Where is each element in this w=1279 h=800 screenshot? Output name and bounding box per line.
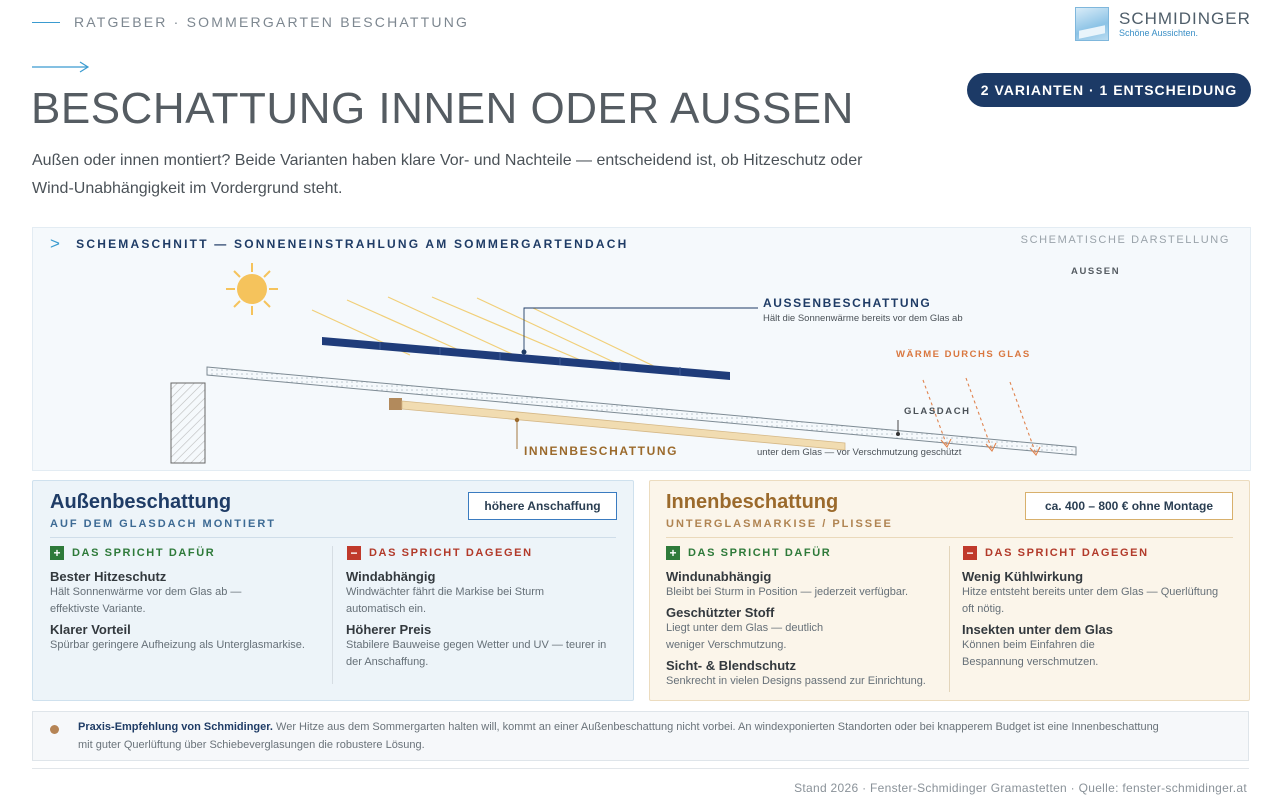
- card-aussen-divider: [50, 537, 616, 538]
- label-aussen: AUSSEN: [1071, 266, 1120, 277]
- innen-pro-2-title: Geschützter Stoff: [666, 605, 775, 620]
- aussen-con-2-title: Höherer Preis: [346, 622, 432, 637]
- innen-leader-dot: [514, 417, 520, 423]
- innen-pro-3-title: Sicht- & Blendschutz: [666, 658, 797, 673]
- aussen-con-1-desc-2: automatisch ein.: [346, 603, 427, 615]
- logo-name: SCHMIDINGER: [1119, 9, 1251, 28]
- desc-innenbeschattung: unter dem Glas — vor Verschmutzung gesch…: [757, 447, 962, 458]
- innen-con-2-title: Insekten unter dem Glas: [962, 622, 1113, 637]
- kicker-text: RATGEBER · SOMMERGARTEN BESCHATTUNG: [74, 14, 470, 30]
- bullet-dot-icon: [50, 725, 59, 734]
- plus-icon: +: [666, 546, 680, 560]
- arrow-right-icon: [32, 61, 90, 73]
- innen-con-1-desc-1: Hitze entsteht bereits unter dem Glas — …: [962, 586, 1219, 598]
- innen-pro-1-desc-1: Bleibt bei Sturm in Position — jederzeit…: [666, 586, 909, 598]
- innen-pro-3-desc-1: Senkrecht in vielen Designs passend zur …: [666, 675, 926, 687]
- aussen-pro-1-desc-1: Hält Sonnenwärme vor dem Glas ab —: [50, 586, 242, 598]
- aussen-pro-heading-text: DAS SPRICHT DAFÜR: [72, 547, 216, 559]
- innen-pro-heading: + DAS SPRICHT DAFÜR: [666, 546, 831, 560]
- aussen-con-1-title: Windabhängig: [346, 569, 436, 584]
- variants-badge: 2 VARIANTEN · 1 ENTSCHEIDUNG: [967, 73, 1251, 107]
- diagram-title-text: SCHEMASCHNITT — SONNENEINSTRAHLUNG AM SO…: [76, 237, 629, 251]
- recommendation-line-2: mit guter Querlüftung über Schiebevergla…: [78, 739, 425, 751]
- aussen-leader-dot: [521, 349, 527, 355]
- minus-icon: −: [347, 546, 361, 560]
- footer-source: Stand 2026 · Fenster-Schmidinger Gramast…: [794, 781, 1247, 795]
- plus-icon: +: [50, 546, 64, 560]
- desc-aussenbeschattung: Hält die Sonnenwärme bereits vor dem Gla…: [763, 313, 963, 324]
- aussen-pro-2-desc-1: Spürbar geringere Aufheizung als Untergl…: [50, 639, 305, 651]
- sun-icon: [226, 263, 278, 315]
- page-title: BESCHATTUNG INNEN ODER AUSSEN: [31, 84, 854, 133]
- wall: [170, 382, 206, 464]
- recommendation-lead: Praxis-Empfehlung von Schmidinger.: [78, 721, 273, 733]
- label-waerme-durchs-glas: WÄRME DURCHS GLAS: [896, 349, 1031, 360]
- aussen-pro-2-title: Klarer Vorteil: [50, 622, 131, 637]
- card-innen-title: Innenbeschattung: [666, 491, 839, 513]
- innen-pro-2-desc-2: weniger Verschmutzung.: [666, 639, 787, 651]
- aussen-pro-1-desc-2: effektivste Variante.: [50, 603, 146, 615]
- aussen-pro-list: Bester Hitzeschutz Hält Sonnenwärme vor …: [50, 569, 320, 654]
- aussen-con-2-desc-1: Stabilere Bauweise gegen Wetter und UV —…: [346, 639, 607, 651]
- aussen-con-list: Windabhängig Windwächter fährt die Marki…: [346, 569, 618, 671]
- footer-divider: [32, 768, 1249, 769]
- aussen-con-1-desc-1: Windwächter fährt die Markise bei Sturm: [346, 586, 545, 598]
- innen-con-1-title: Wenig Kühlwirkung: [962, 569, 1084, 584]
- diagram-note: SCHEMATISCHE DARSTELLUNG: [1020, 234, 1230, 246]
- aussen-pro-heading: + DAS SPRICHT DAFÜR: [50, 546, 215, 560]
- intro-line-1: Außen oder innen montiert? Beide Variant…: [32, 152, 863, 169]
- heat-arrows: [922, 377, 1037, 455]
- innen-pro-list: Windunabhängig Bleibt bei Sturm in Posit…: [666, 569, 938, 690]
- sun-rays: [311, 296, 663, 371]
- innen-pro-heading-text: DAS SPRICHT DAFÜR: [688, 547, 832, 559]
- roof-section-diagram: AUSSEN AUSSENBESCHATTUNG Hält die Sonnen…: [170, 263, 1120, 464]
- card-aussen-subtitle: AUF DEM GLASDACH MONTIERT: [50, 518, 276, 530]
- recommendation-line-1: Praxis-Empfehlung von Schmidinger. Wer H…: [78, 718, 1238, 736]
- innen-con-heading: − DAS SPRICHT DAGEGEN: [963, 546, 1149, 560]
- card-aussen-price-tag: höhere Anschaffung: [468, 492, 617, 520]
- card-innen-price-tag: ca. 400 – 800 € ohne Montage: [1025, 492, 1233, 520]
- card-aussen-title: Außenbeschattung: [50, 491, 232, 513]
- diagram-title: > SCHEMASCHNITT — SONNENEINSTRAHLUNG AM …: [50, 234, 629, 254]
- card-innen-divider: [666, 537, 1233, 538]
- aussen-awning-bar: [322, 337, 730, 380]
- innen-pro-1-title: Windunabhängig: [666, 569, 772, 584]
- kicker: RATGEBER · SOMMERGARTEN BESCHATTUNG: [32, 14, 469, 30]
- innen-con-heading-text: DAS SPRICHT DAGEGEN: [985, 547, 1149, 559]
- logo-tagline: Schöne Aussichten.: [1119, 28, 1199, 38]
- intro-line-2: Wind-Unabhängigkeit im Vordergrund steht…: [32, 180, 343, 197]
- recommendation-box: [32, 711, 1249, 761]
- intro-text: Außen oder innen montiert? Beide Variant…: [32, 147, 952, 203]
- innen-pro-2-desc-1: Liegt unter dem Glas — deutlich: [666, 622, 824, 634]
- recommendation-body-1: Wer Hitze aus dem Sommergarten halten wi…: [272, 721, 1159, 733]
- aussen-con-heading-text: DAS SPRICHT DAGEGEN: [369, 547, 533, 559]
- logo-mark-icon: [1075, 7, 1109, 41]
- logo[interactable]: SCHMIDINGER Schöne Aussichten.: [1075, 7, 1251, 41]
- aussen-column-divider: [332, 546, 333, 684]
- innen-column-divider: [949, 546, 950, 692]
- innen-awning-bar: [389, 398, 846, 451]
- innen-con-list: Wenig Kühlwirkung Hitze entsteht bereits…: [962, 569, 1237, 671]
- kicker-rule: [32, 21, 60, 23]
- chevron-right-icon: >: [50, 234, 63, 253]
- card-innen-subtitle: UNTERGLASMARKISE / PLISSEE: [666, 518, 893, 530]
- aussen-con-heading: − DAS SPRICHT DAGEGEN: [347, 546, 533, 560]
- aussen-leader-line: [523, 307, 758, 352]
- glass-roof: [206, 366, 1077, 456]
- label-innenbeschattung: INNENBESCHATTUNG: [524, 444, 678, 458]
- glasdach-leader-dot: [896, 432, 900, 436]
- label-aussenbeschattung: AUSSENBESCHATTUNG: [763, 296, 931, 310]
- minus-icon: −: [963, 546, 977, 560]
- innen-con-2-desc-2: Bespannung verschmutzen.: [962, 656, 1099, 668]
- recommendation-text: Praxis-Empfehlung von Schmidinger. Wer H…: [78, 718, 1238, 754]
- innen-con-2-desc-1: Können beim Einfahren die: [962, 639, 1095, 651]
- aussen-con-2-desc-2: der Anschaffung.: [346, 656, 429, 668]
- label-glasdach: GLASDACH: [904, 406, 971, 417]
- aussen-pro-1-title: Bester Hitzeschutz: [50, 569, 167, 584]
- innen-con-1-desc-2: oft nötig.: [962, 603, 1005, 615]
